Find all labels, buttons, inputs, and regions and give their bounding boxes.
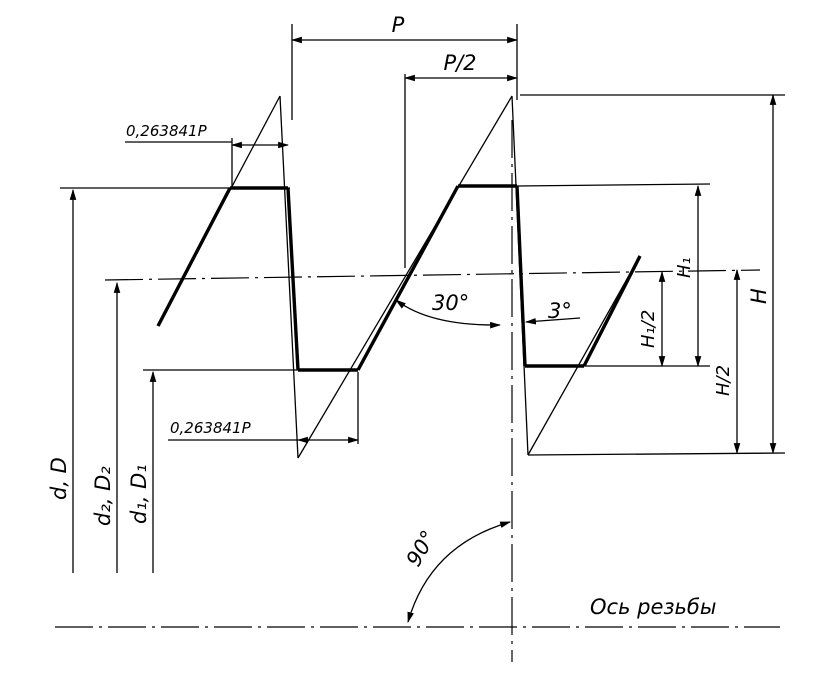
pitch-dimension: P xyxy=(290,13,519,44)
root-flat-label: 0,263841P xyxy=(170,419,252,437)
half-profile-height-label: H/2 xyxy=(713,365,734,396)
half-working-height-dimension: H₁/2 xyxy=(638,270,666,368)
half-working-height-label: H₁/2 xyxy=(638,310,659,348)
crest-flat-dimension: 0,263841P xyxy=(125,122,290,149)
major-diameter-label: d, D xyxy=(47,457,71,500)
crest-flat-label: 0,263841P xyxy=(126,122,208,140)
working-height-label: H₁ xyxy=(674,257,695,278)
right-angle-dimension: 90° xyxy=(402,521,512,624)
pitch-diameter-label: d₂, D₂ xyxy=(91,466,115,526)
thread-axis-caption: Ось резьбы xyxy=(590,595,716,619)
theoretical-profile xyxy=(157,95,641,459)
profile-height-dimension: H xyxy=(747,93,777,455)
pitch-diameter-dimension: d₂, D₂ xyxy=(91,281,121,573)
actual-thread-profile xyxy=(156,184,642,372)
half-profile-height-dimension: H/2 xyxy=(713,268,741,455)
right-angle-label: 90° xyxy=(402,526,441,570)
half-pitch-dimension: P/2 xyxy=(403,51,519,82)
back-angle-label: 3° xyxy=(548,299,572,323)
flank-angle-label: 30° xyxy=(432,291,469,315)
pitch-label: P xyxy=(392,13,405,37)
extension-lines xyxy=(60,24,786,456)
root-flat-dimension: 0,263841P xyxy=(168,419,360,444)
back-angle-dimension: 3° xyxy=(524,299,581,325)
major-diameter-dimension: d, D xyxy=(47,188,77,573)
pitch-diameter-line xyxy=(104,269,761,281)
minor-diameter-label: d₁, D₁ xyxy=(127,464,151,524)
flank-angle-dimension: 30° xyxy=(395,291,502,329)
half-pitch-label: P/2 xyxy=(443,51,476,75)
profile-height-label: H xyxy=(747,288,771,304)
working-height-dimension: H₁ xyxy=(674,184,702,368)
minor-diameter-dimension: d₁, D₁ xyxy=(127,370,157,573)
